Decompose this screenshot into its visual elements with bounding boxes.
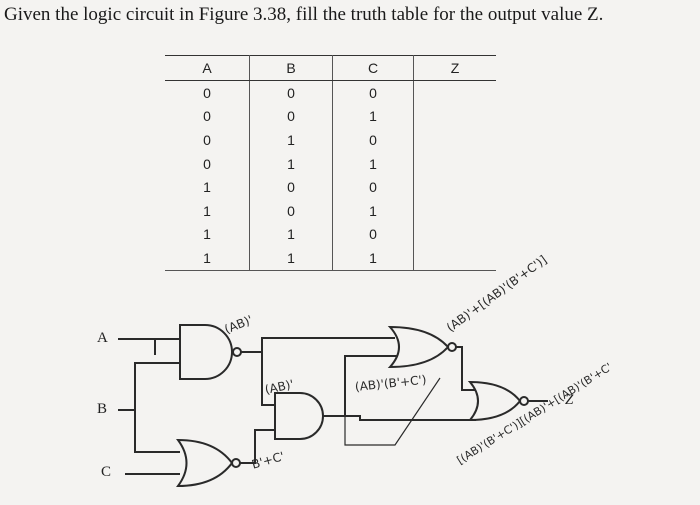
cell-b: 0 (249, 198, 333, 223)
cell-a: 1 (165, 222, 250, 247)
cell-z[interactable] (413, 246, 496, 271)
table-row: 1 0 0 (165, 175, 496, 199)
question-text: Given the logic circuit in Figure 3.38, … (4, 4, 604, 25)
table-row: 0 1 0 (165, 128, 496, 152)
table-row: 0 0 1 (165, 104, 496, 129)
cell-a: 1 (165, 198, 250, 223)
or-gate-upper (387, 325, 450, 369)
nand-gate-ab (179, 324, 233, 380)
cell-c: 0 (332, 175, 414, 199)
cell-a: 0 (165, 80, 250, 105)
cell-b: 1 (249, 222, 333, 247)
table-row: 0 1 1 (165, 151, 496, 176)
cell-c: 0 (332, 222, 414, 247)
input-label-b: B (97, 401, 108, 417)
table-row: 1 1 1 (165, 246, 496, 271)
wire-and-to-final (345, 415, 476, 421)
annotation-arrow (344, 377, 441, 446)
cell-b: 1 (249, 128, 333, 152)
nand-bubble (232, 347, 242, 357)
truth-table-header: A B C Z (165, 55, 496, 81)
table-row: 1 0 1 (165, 198, 496, 223)
cell-b: 1 (249, 246, 333, 271)
cell-b: 0 (249, 175, 333, 199)
wire-nand-to-and (261, 352, 275, 406)
cell-c: 1 (332, 104, 414, 129)
wire-or-to-and (240, 429, 275, 464)
cell-c: 0 (332, 128, 414, 152)
header-c: C (332, 55, 414, 81)
wire-or-to-final (456, 346, 476, 391)
cell-c: 0 (332, 80, 414, 105)
wire-b-down (134, 410, 180, 453)
header-z: Z (413, 55, 496, 81)
cell-a: 1 (165, 246, 250, 271)
final-gate (467, 380, 522, 422)
cell-a: 0 (165, 128, 250, 152)
wire-nand-to-or (241, 337, 395, 353)
output-label-z: Z (565, 392, 574, 408)
header-b: B (249, 55, 333, 81)
cell-b: 0 (249, 80, 333, 105)
cell-b: 1 (249, 151, 333, 176)
input-label-c: C (101, 464, 112, 480)
wire-b-up (134, 362, 180, 410)
wire-and-to-or (323, 355, 398, 417)
truth-table: A B C Z 0 0 0 0 0 1 0 1 0 0 1 1 (165, 55, 496, 271)
cell-c: 1 (332, 246, 414, 271)
or-gate-bc (176, 438, 234, 488)
cell-a: 1 (165, 175, 250, 199)
cell-c: 1 (332, 151, 414, 176)
header-a: A (165, 55, 250, 81)
and-gate-lower (274, 392, 324, 440)
cell-a: 0 (165, 151, 250, 176)
input-label-a: A (97, 330, 108, 346)
cell-a: 0 (165, 104, 250, 129)
cell-c: 1 (332, 198, 414, 223)
cell-b: 0 (249, 104, 333, 129)
table-row: 0 0 0 (165, 80, 496, 105)
table-row: 1 1 0 (165, 222, 496, 247)
